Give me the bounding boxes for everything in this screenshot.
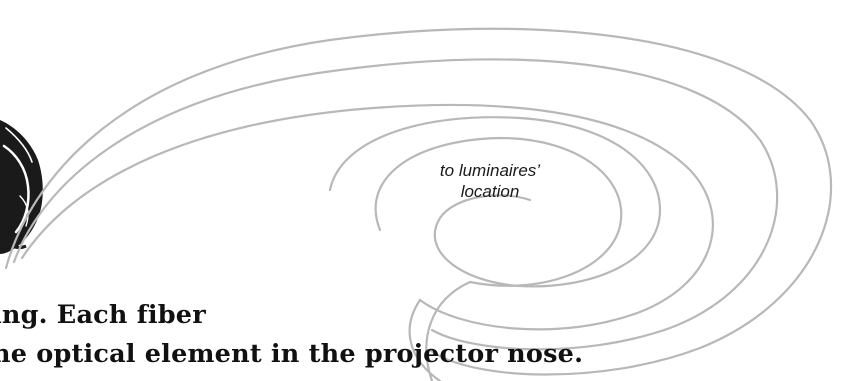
label-line-1: to luminaires’ xyxy=(395,160,585,181)
caption-line-2: he optical element in the projector nose… xyxy=(0,339,583,369)
projector-illustration xyxy=(0,120,43,254)
projector-body xyxy=(0,120,43,254)
caption-line-1: ing. Each fiber xyxy=(0,300,206,330)
label-line-2: location xyxy=(395,181,585,202)
luminaires-location-label: to luminaires’ location xyxy=(395,160,585,202)
